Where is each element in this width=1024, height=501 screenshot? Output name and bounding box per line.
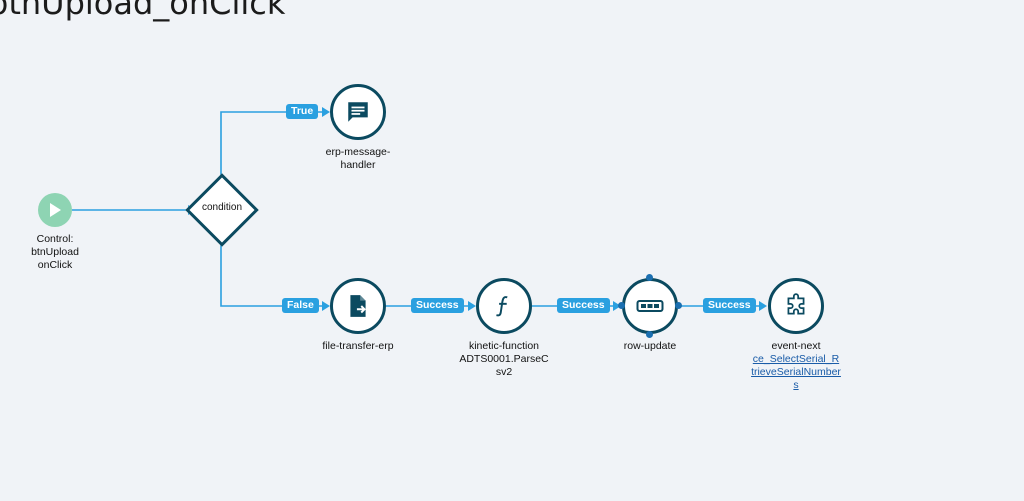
puzzle-icon xyxy=(787,293,805,315)
file-transfer-erp-label: file-transfer-erp xyxy=(322,340,394,352)
port-top[interactable] xyxy=(646,274,653,281)
start-label: Control: btnUpload onClick xyxy=(31,233,79,271)
success-label-3: Success xyxy=(703,298,756,313)
false-label: False xyxy=(282,298,319,313)
port-left[interactable] xyxy=(618,302,625,309)
file-transfer-erp-node[interactable] xyxy=(330,278,386,334)
edge-true xyxy=(220,111,322,176)
success-label-1: Success xyxy=(411,298,464,313)
kinetic-function-node[interactable] xyxy=(476,278,532,334)
condition-label: condition xyxy=(201,202,243,213)
port-right[interactable] xyxy=(675,302,682,309)
event-next-link[interactable]: ce_SelectSerial_R trieveSerialNumber s xyxy=(751,353,841,391)
event-next-node[interactable] xyxy=(768,278,824,334)
kinetic-function-label: kinetic-function ADTS0001.ParseC sv2 xyxy=(459,340,549,378)
start-node[interactable] xyxy=(38,193,72,227)
erp-message-handler-label: erp-message- handler xyxy=(325,146,391,171)
row-update-node[interactable] xyxy=(622,278,678,334)
page-title: btnUpload_onClick xyxy=(0,0,286,22)
erp-message-handler-node[interactable] xyxy=(330,84,386,140)
event-next-label: event-next ce_SelectSerial_R trieveSeria… xyxy=(744,340,848,392)
file-export-icon xyxy=(350,295,366,317)
row-icon xyxy=(636,300,664,312)
true-label: True xyxy=(286,104,319,119)
play-icon xyxy=(50,203,61,217)
function-icon xyxy=(496,296,508,317)
row-update-label: row-update xyxy=(623,340,677,352)
success-label-2: Success xyxy=(557,298,610,313)
edge-false xyxy=(220,244,322,307)
port-bottom[interactable] xyxy=(646,331,653,338)
message-icon xyxy=(348,102,368,122)
